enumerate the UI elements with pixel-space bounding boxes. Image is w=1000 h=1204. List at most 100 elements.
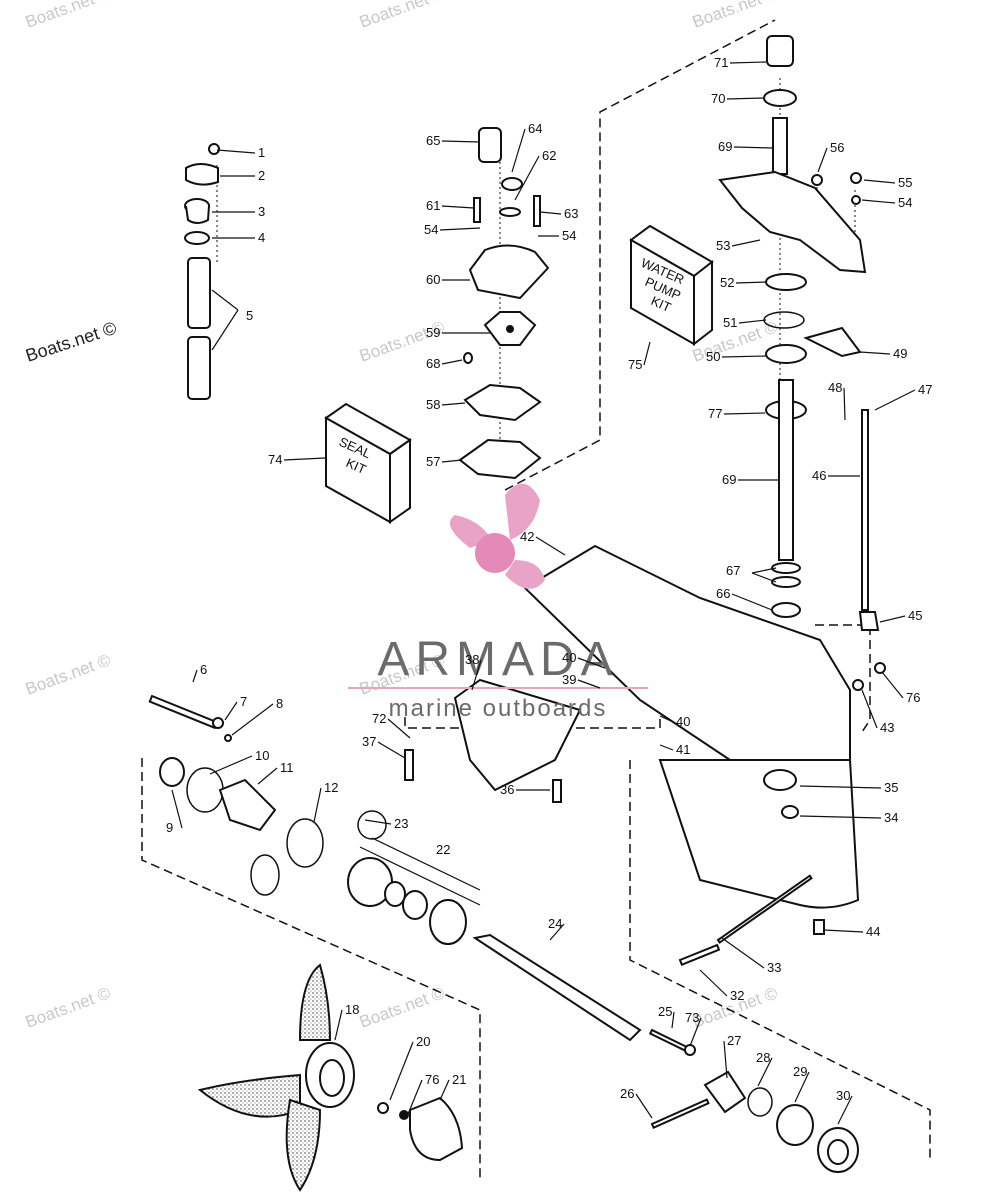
leader-48 [843, 387, 846, 421]
leader-58 [441, 402, 466, 406]
callout-40b: 40 [676, 714, 690, 729]
callout-70: 70 [711, 91, 725, 106]
callout-9: 9 [166, 820, 173, 835]
leader-20 [389, 1041, 414, 1101]
callout-47: 47 [918, 382, 932, 397]
callout-76b: 76 [425, 1072, 439, 1087]
water-pump-kit-box: WATER PUMP KIT [629, 224, 714, 347]
leader-33 [721, 937, 765, 969]
leader-50 [721, 355, 767, 358]
leader-25 [671, 1011, 675, 1029]
callout-54b: 54 [562, 228, 576, 243]
callout-33: 33 [767, 960, 781, 975]
propeller-shaft-parts [148, 694, 642, 1042]
leader-76b [407, 1079, 423, 1115]
leader-66 [731, 593, 773, 611]
leader-61 [441, 205, 475, 209]
callout-54a: 54 [424, 222, 438, 237]
leader-10 [209, 755, 253, 775]
callout-64: 64 [528, 121, 542, 136]
callout-29: 29 [793, 1064, 807, 1079]
callout-50: 50 [706, 349, 720, 364]
water-pump-parts [458, 127, 550, 480]
watermark: Boats.net © [357, 983, 448, 1031]
callout-18: 18 [345, 1002, 359, 1017]
leader-8 [231, 703, 274, 736]
leader-1 [216, 149, 256, 154]
leader-21 [439, 1079, 450, 1101]
leader-68 [441, 359, 463, 365]
seal-kit-box: SEAL KIT [324, 402, 412, 524]
watermark: Boats.net © [690, 0, 781, 32]
leader-63 [539, 211, 562, 215]
propeller [197, 963, 464, 1192]
leader-64 [511, 128, 526, 173]
watermarks: Boats.net © Boats.net © Boats.net © Boat… [23, 0, 781, 1032]
leader-44 [823, 929, 864, 933]
leader-24 [549, 923, 565, 941]
callout-55: 55 [898, 175, 912, 190]
leader-lines [171, 61, 916, 1125]
callout-77: 77 [708, 406, 722, 421]
callout-11: 11 [280, 760, 294, 775]
callout-49: 49 [893, 346, 907, 361]
callout-67: 67 [726, 563, 740, 578]
leader-11 [257, 767, 278, 785]
callout-2: 2 [258, 168, 265, 183]
leader-34 [799, 815, 882, 819]
leader-40a [577, 657, 606, 669]
callout-60: 60 [426, 272, 440, 287]
leader-52 [735, 281, 767, 284]
callout-68: 68 [426, 356, 440, 371]
callout-34: 34 [884, 810, 898, 825]
leader-29 [794, 1071, 810, 1103]
callout-58: 58 [426, 397, 440, 412]
callout-43: 43 [880, 720, 894, 735]
leader-32 [699, 969, 728, 997]
leader-7 [224, 701, 238, 721]
leader-30 [837, 1095, 853, 1125]
callout-28a: 28 [756, 1050, 770, 1065]
callout-44: 44 [866, 924, 880, 939]
callout-66: 66 [716, 586, 730, 601]
callout-35: 35 [884, 780, 898, 795]
callout-26: 26 [620, 1086, 634, 1101]
callout-45: 45 [908, 608, 922, 623]
callout-25: 25 [658, 1004, 672, 1019]
leader-38 [471, 659, 482, 691]
callout-38: 38 [465, 652, 479, 667]
callout-30: 30 [836, 1088, 850, 1103]
leader-12 [313, 787, 322, 823]
callout-46: 46 [812, 468, 826, 483]
drive-shaft-parts [718, 35, 880, 631]
leader-45 [879, 615, 906, 623]
callout-12: 12 [324, 780, 338, 795]
watermark-dark: Boats.net © [23, 318, 119, 366]
bracket-leaders [211, 289, 777, 906]
callout-57: 57 [426, 454, 440, 469]
callout-65: 65 [426, 133, 440, 148]
callout-41: 41 [676, 742, 690, 757]
watermark: Boats.net © [23, 0, 114, 32]
leader-43 [861, 689, 878, 729]
callout-8: 8 [276, 696, 283, 711]
callout-72: 72 [372, 711, 386, 726]
watermark: Boats.net © [23, 650, 114, 698]
leader-6 [192, 669, 198, 683]
leader-9 [171, 789, 183, 829]
leader-75 [643, 341, 651, 366]
callout-51: 51 [723, 315, 737, 330]
leader-39 [577, 679, 601, 689]
leader-26 [635, 1093, 653, 1119]
leader-27 [723, 1040, 728, 1079]
callout-42: 42 [520, 529, 534, 544]
leader-76a [881, 671, 904, 699]
callout-36: 36 [500, 782, 514, 797]
callout-7: 7 [240, 694, 247, 709]
callout-52: 52 [720, 275, 734, 290]
callout-75: 75 [628, 357, 642, 372]
callout-73: 73 [685, 1010, 699, 1025]
leader-57 [441, 459, 463, 463]
logo-propeller-icon [505, 483, 540, 540]
